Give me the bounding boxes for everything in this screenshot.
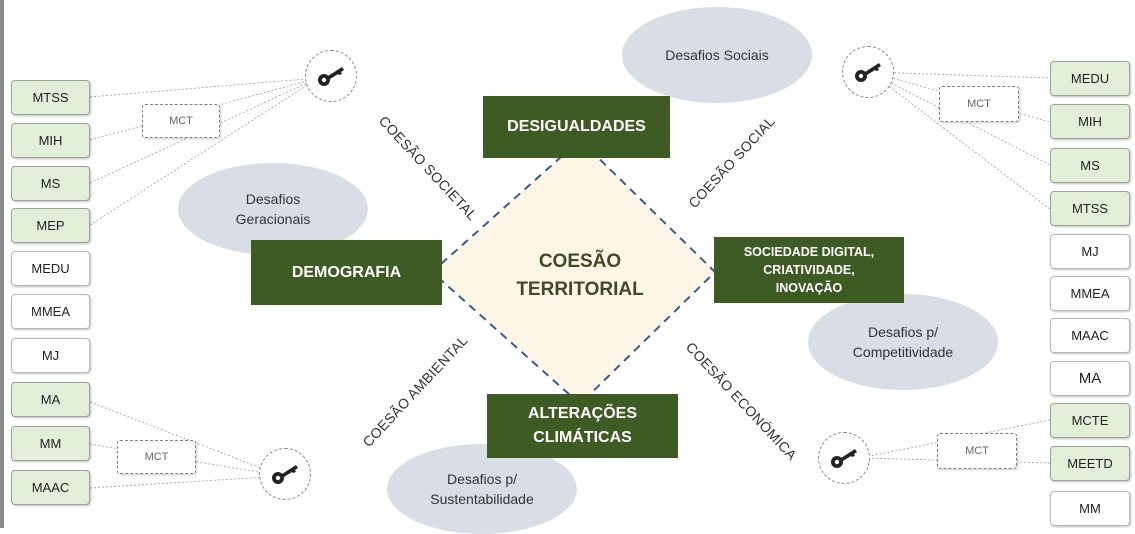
pillar-digital-line2: CRIATIVIDADE,: [763, 263, 855, 277]
key-icon: [272, 465, 298, 484]
mct-box-top-right: MCT: [939, 86, 1019, 122]
challenge-generational: Desafios Geracionais: [178, 163, 368, 255]
right-ministry-ma: MA: [1050, 361, 1130, 396]
right-ministry-medu: MEDU: [1050, 61, 1130, 96]
challenge-social: Desafios Sociais: [622, 7, 812, 103]
pillar-sociedade-digital: SOCIEDADE DIGITAL, CRIATIVIDADE, INOVAÇÃ…: [714, 237, 904, 303]
key-icon: [318, 67, 344, 86]
right-ministry-ms: MS: [1050, 148, 1130, 183]
center-title-line1: COESÃO: [538, 251, 622, 272]
mct-label: MCT: [144, 451, 169, 463]
mct-label: MCT: [965, 445, 989, 457]
challenge-sustainability: Desafios p/ Sustentabilidade: [387, 444, 577, 534]
right-ministry-mmea: MMEA: [1050, 276, 1130, 311]
left-ministry-mj: MJ: [11, 338, 90, 373]
mct-box-bottom-right: MCT: [937, 433, 1017, 469]
challenge-generational-line1: Desafios: [245, 191, 301, 207]
mct-box-bottom-left: MCT: [117, 440, 196, 474]
left-ministry-ma: MA: [11, 382, 90, 417]
challenge-competitiveness-line2: Competitividade: [852, 344, 954, 360]
pillar-demografia: DEMOGRAFIA: [251, 240, 442, 305]
challenge-competitiveness: Desafios p/ Competitividade: [808, 294, 998, 390]
mct-box-top-left: MCT: [142, 104, 220, 138]
challenge-sustainability-line2: Sustentabilidade: [430, 491, 534, 507]
right-ministry-maac: MAAC: [1050, 318, 1130, 353]
pillar-desigualdades-label: DESIGUALDADES: [507, 118, 646, 135]
connector-line: [869, 71, 1051, 79]
pillar-climate-line1: ALTERAÇÕES: [527, 405, 638, 422]
pillar-digital-line3: INOVAÇÃO: [775, 281, 843, 295]
center-title: COESÃO TERRITORIAL: [480, 248, 680, 304]
left-ministry-mih: MIH: [11, 123, 90, 158]
challenge-competitiveness-line1: Desafios p/: [867, 324, 939, 340]
challenge-generational-line2: Geracionais: [235, 211, 311, 227]
right-ministry-mm: MM: [1050, 491, 1130, 526]
center-diamond: [430, 138, 717, 406]
pillar-alteracoes-climaticas: ALTERAÇÕES CLIMÁTICAS: [487, 394, 678, 458]
key-icon: [855, 63, 881, 82]
pillar-climate-line2: CLIMÁTICAS: [533, 429, 632, 446]
challenge-sustainability-line1: Desafios p/: [446, 471, 518, 487]
connector-line: [869, 71, 1051, 210]
pillar-digital-line1: SOCIEDADE DIGITAL,: [743, 245, 875, 259]
key-circle-bottom-right: [818, 432, 870, 484]
key-icon: [831, 449, 857, 468]
key-circle-bottom-left: [259, 448, 311, 500]
left-ministry-mmea: MMEA: [11, 294, 90, 329]
left-ministry-mtss: MTSS: [11, 80, 90, 115]
challenge-social-label: Desafios Sociais: [665, 47, 769, 63]
mct-label: MCT: [967, 98, 991, 110]
left-edge-bar: [0, 0, 4, 528]
center-title-line2: TERRITORIAL: [516, 279, 644, 300]
right-ministry-mcte: MCTE: [1050, 403, 1130, 438]
left-ministry-mm: MM: [11, 426, 90, 461]
left-ministry-mep: MEP: [11, 208, 90, 243]
pillar-demografia-label: DEMOGRAFIA: [291, 263, 402, 281]
left-ministry-ms: MS: [11, 166, 90, 201]
left-ministry-maac: MAAC: [11, 470, 90, 505]
mct-label: MCT: [169, 115, 193, 127]
key-circle-top-left: [305, 50, 357, 102]
connector-line: [89, 77, 319, 226]
left-ministry-medu: MEDU: [11, 251, 90, 286]
right-ministry-mj: MJ: [1050, 234, 1130, 269]
key-circle-top-right: [842, 46, 894, 98]
right-ministry-mtss: MTSS: [1050, 191, 1130, 226]
pillar-desigualdades: DESIGUALDADES: [483, 96, 670, 158]
right-ministry-meetd: MEETD: [1050, 446, 1130, 481]
connector-line: [89, 77, 319, 141]
right-ministry-mih: MIH: [1050, 104, 1130, 139]
connector-line: [89, 475, 283, 489]
